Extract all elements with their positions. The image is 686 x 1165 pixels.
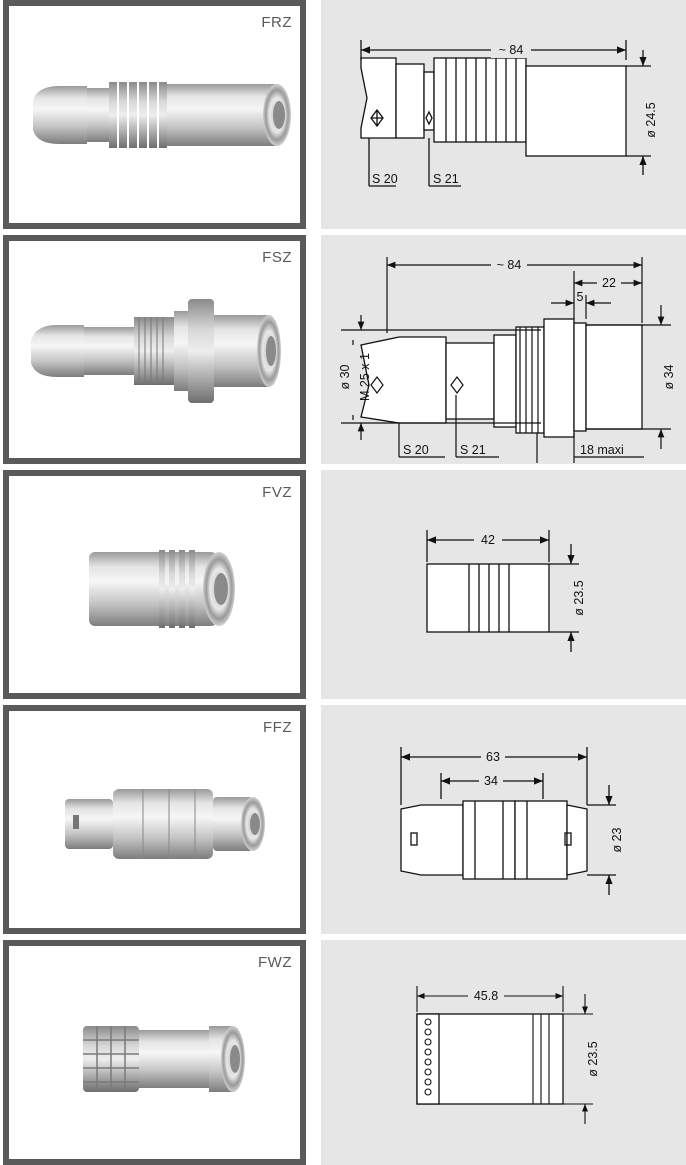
connector-code: FWZ (258, 954, 292, 971)
connector-code: FSZ (262, 249, 292, 266)
dimension-drawing: 63 34 ø 23 (400, 747, 624, 895)
dimension-drawing: ~ 84 ø 24.5 S 20 S 21 (360, 40, 658, 187)
inner-length-label: 34 (484, 774, 498, 788)
diameter-label: ø 24.5 (644, 102, 658, 137)
spanner-size-label: S 21 (460, 443, 486, 457)
connector-body (83, 1026, 245, 1092)
connector-photo (65, 789, 265, 859)
diameter-label: ø 34 (662, 364, 676, 389)
rear-length-label: 22 (602, 276, 616, 290)
connector-code: FRZ (261, 14, 292, 31)
dimension-drawing-panel: 45.8 ø 23.5 (321, 940, 686, 1165)
panel-thickness-label: 18 maxi (580, 443, 624, 457)
connector-code: FFZ (263, 719, 292, 736)
connector-photo-panel: FFZ (3, 705, 306, 934)
diameter-label: ø 23 (610, 827, 624, 852)
overall-length-label: 45.8 (474, 989, 498, 1003)
connector-photo (89, 550, 235, 628)
flange-thickness-label: 5 (577, 290, 584, 304)
connector-code: FVZ (262, 484, 292, 501)
connector-body (31, 299, 281, 403)
dimension-drawing: ~ 84 22 5 ø 30 M 25 x 1 ø 34 S 20 S 21 1… (338, 257, 676, 463)
overall-length-label: ~ 84 (499, 43, 524, 57)
connector-photo (31, 299, 281, 403)
connector-photo (33, 82, 291, 148)
thread-label: M 25 x 1 (358, 353, 372, 401)
dimension-drawing-panel: 63 34 ø 23 (321, 705, 686, 934)
dimension-drawing: 45.8 ø 23.5 (416, 986, 600, 1124)
connector-photo-panel: FSZ (3, 235, 306, 464)
dimension-drawing-panel: 42 ø 23.5 (321, 470, 686, 699)
connector-body (33, 82, 291, 148)
spanner-size-label: S 20 (372, 172, 398, 186)
connector-photo-panel: FRZ (3, 0, 306, 229)
spanner-size-label: S 21 (433, 172, 459, 186)
connector-photo-panel: FVZ (3, 470, 306, 699)
connector-photo-panel: FWZ (3, 940, 306, 1165)
spanner-size-label: S 20 (403, 443, 429, 457)
dimension-drawing-panel: ~ 84 22 5 ø 30 M 25 x 1 ø 34 S 20 S 21 1… (321, 235, 686, 464)
connector-body (89, 550, 235, 628)
bore-diameter-label: ø 30 (338, 364, 352, 389)
dimension-drawing-panel: ~ 84 ø 24.5 S 20 S 21 (321, 0, 686, 229)
dimension-drawing: 42 ø 23.5 (426, 530, 586, 652)
overall-length-label: 42 (481, 533, 495, 547)
overall-length-label: 63 (486, 750, 500, 764)
overall-length-label: ~ 84 (497, 258, 522, 272)
diameter-label: ø 23.5 (572, 580, 586, 615)
connector-photo (83, 1026, 245, 1092)
connector-body (65, 789, 265, 859)
diameter-label: ø 23.5 (586, 1041, 600, 1076)
